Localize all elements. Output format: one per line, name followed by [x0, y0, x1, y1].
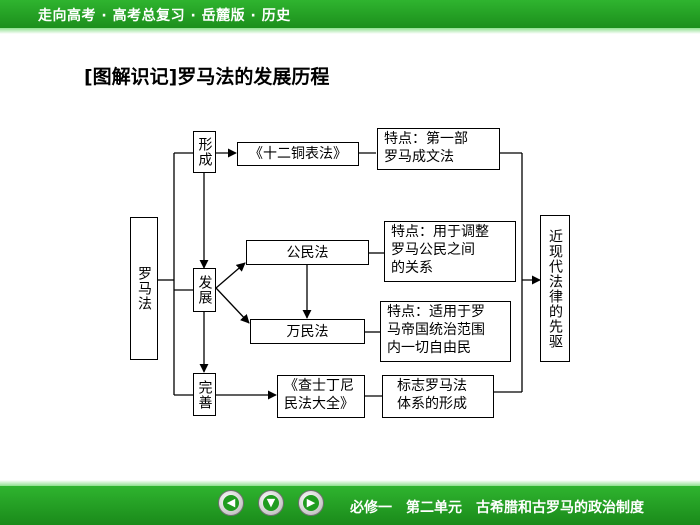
page-title: [图解识记]罗马法的发展历程: [84, 66, 330, 88]
node-stage-form: 形成: [193, 131, 216, 173]
arrow-develop-nations: [215, 287, 250, 324]
header-bar: 走向高考 · 高考总复习 · 岳麓版 · 历史: [0, 0, 700, 28]
node-civil-law: 公民法: [246, 240, 369, 265]
prev-button[interactable]: ◀: [218, 490, 244, 516]
chapter-title: 必修一 第二单元 古希腊和古罗马的政治制度: [350, 500, 644, 516]
arrow-right-icon: ▶: [303, 495, 319, 511]
footer-bar: [0, 486, 700, 525]
node-feature-twelve: 特点：第一部 罗马成文法: [377, 128, 500, 170]
node-justinian-corpus: 《查士丁尼 民法大全》: [277, 375, 365, 418]
header-divider: [0, 28, 700, 34]
node-roman-law: 罗马法: [130, 217, 158, 360]
node-twelve-tables: 《十二铜表法》: [237, 142, 359, 166]
arrow-down-icon: ▼: [263, 495, 279, 511]
node-feature-corpus: 标志罗马法 体系的形成: [382, 375, 494, 418]
footer-divider: [0, 480, 700, 486]
arrow-develop-civil: [215, 262, 246, 289]
arrow-left-icon: ◀: [223, 495, 239, 511]
node-stage-develop: 发展: [193, 268, 216, 312]
node-law-of-nations: 万民法: [250, 319, 365, 344]
node-feature-civil: 特点：用于调整 罗马公民之间 的关系: [384, 221, 516, 282]
node-modern-law-pioneer: 近现代法律的先驱: [540, 215, 570, 362]
course-title: 走向高考 · 高考总复习 · 岳麓版 · 历史: [38, 8, 291, 24]
node-feature-nations: 特点：适用于罗 马帝国统治范围 内一切自由民: [380, 301, 511, 362]
node-stage-perfect: 完善: [193, 373, 216, 416]
next-button[interactable]: ▶: [298, 490, 324, 516]
down-button[interactable]: ▼: [258, 490, 284, 516]
